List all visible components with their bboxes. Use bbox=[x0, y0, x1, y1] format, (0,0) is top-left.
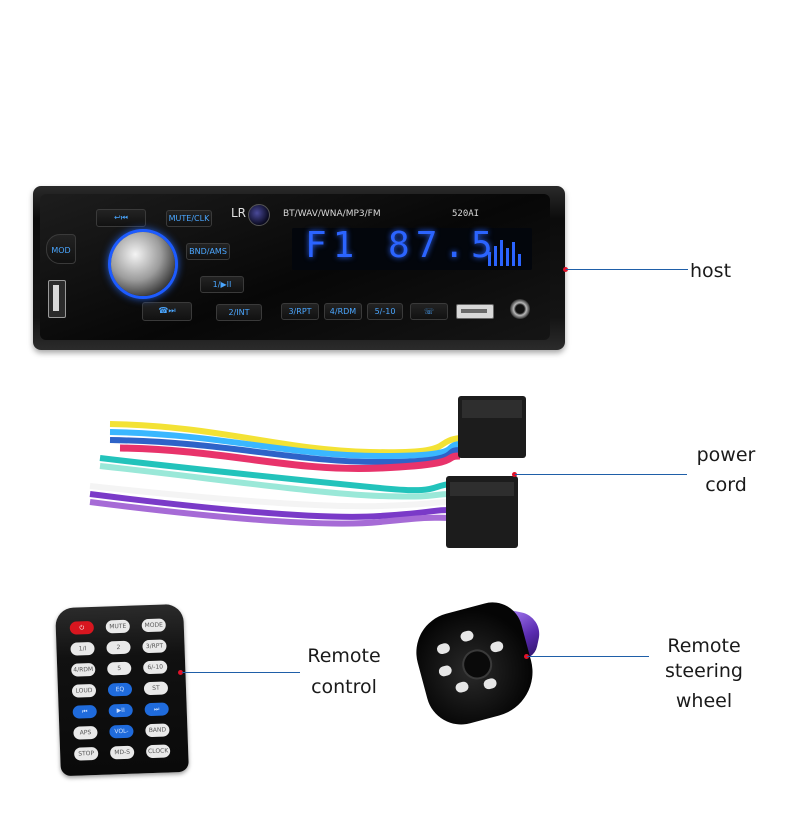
call-button[interactable]: ☏ bbox=[410, 303, 448, 320]
remote-key[interactable]: CLOCK bbox=[145, 744, 171, 759]
remote-key[interactable]: EQ bbox=[107, 682, 133, 697]
power-cord-label-line2: cord bbox=[705, 474, 747, 496]
mod-button[interactable]: MOD bbox=[46, 234, 76, 264]
remote-key[interactable]: ⏮ bbox=[72, 704, 97, 719]
remote-key[interactable]: MUTE bbox=[105, 619, 131, 634]
rpt-button[interactable]: 3/RPT bbox=[281, 303, 319, 320]
remote-key[interactable]: 5 bbox=[107, 661, 132, 676]
camera-lens-icon bbox=[248, 204, 270, 226]
steering-remote-leader-line bbox=[527, 656, 649, 657]
remote-key[interactable]: ▶II bbox=[108, 703, 133, 718]
next-button[interactable]: ☎⏭ bbox=[142, 302, 192, 321]
steering-remote-label-line1: Remote bbox=[667, 635, 741, 657]
remote-key[interactable]: MODE bbox=[141, 618, 166, 633]
remote-key[interactable]: 1/I bbox=[70, 641, 95, 656]
bnd-ams-button[interactable]: BND/AMS bbox=[186, 243, 230, 260]
rdm-button[interactable]: 4/RDM bbox=[324, 303, 362, 320]
format-line: BT/WAV/WNA/MP3/FM bbox=[283, 209, 381, 219]
remote-key[interactable]: 6/-10 bbox=[143, 660, 168, 675]
usb-port-right-icon bbox=[456, 304, 494, 319]
remote-key[interactable]: 2 bbox=[106, 640, 131, 655]
volume-knob[interactable] bbox=[111, 232, 175, 296]
remote-key[interactable]: BAND bbox=[145, 723, 170, 738]
lcd-display bbox=[292, 228, 532, 270]
remote-key[interactable]: 3/RPT bbox=[142, 639, 167, 654]
prev-button[interactable]: ↩⏮ bbox=[96, 209, 146, 227]
host-marker bbox=[563, 267, 568, 272]
power-cord-marker bbox=[512, 472, 517, 477]
remote-control-label-line1: Remote bbox=[307, 645, 381, 667]
host-label: host bbox=[690, 260, 732, 282]
model-number: 520AI bbox=[452, 209, 480, 219]
steering-remote-label-line2: steering wheel bbox=[665, 660, 743, 712]
power-cord-leader-line bbox=[515, 474, 687, 475]
display-frequency: F1 87.5 bbox=[305, 225, 499, 266]
remote-key[interactable]: ⏭ bbox=[144, 702, 169, 717]
remote-key[interactable]: LOUD bbox=[71, 683, 97, 698]
remote-key[interactable]: APS bbox=[73, 725, 98, 740]
power-cord-label-line1: power bbox=[696, 444, 756, 466]
steering-remote-marker bbox=[524, 654, 529, 659]
usb-port-left-icon bbox=[48, 280, 66, 318]
equalizer-icon bbox=[488, 234, 526, 266]
remote-key[interactable]: 4/RDM bbox=[71, 662, 96, 677]
host-leader-line bbox=[566, 269, 688, 270]
remote-key[interactable]: ⏻ bbox=[69, 620, 95, 635]
remote-control-label-line2: control bbox=[311, 676, 377, 698]
mute-clk-button[interactable]: MUTE/CLK bbox=[166, 210, 212, 227]
skip-10-button[interactable]: 5/-10 bbox=[367, 303, 403, 320]
brand-logo: LR bbox=[231, 206, 247, 220]
aux-jack-icon bbox=[510, 299, 530, 319]
remote-key[interactable]: STOP bbox=[73, 746, 99, 761]
remote-control-marker bbox=[178, 670, 183, 675]
play-pause-button[interactable]: 1/▶II bbox=[200, 276, 244, 293]
remote-key[interactable]: VOL- bbox=[109, 724, 134, 739]
power-cord-harness bbox=[89, 396, 526, 548]
remote-key[interactable]: ST bbox=[143, 681, 169, 696]
int-button[interactable]: 2/INT bbox=[216, 304, 262, 321]
remote-key[interactable]: MD-S bbox=[109, 745, 135, 760]
remote-control-leader-line bbox=[182, 672, 300, 673]
